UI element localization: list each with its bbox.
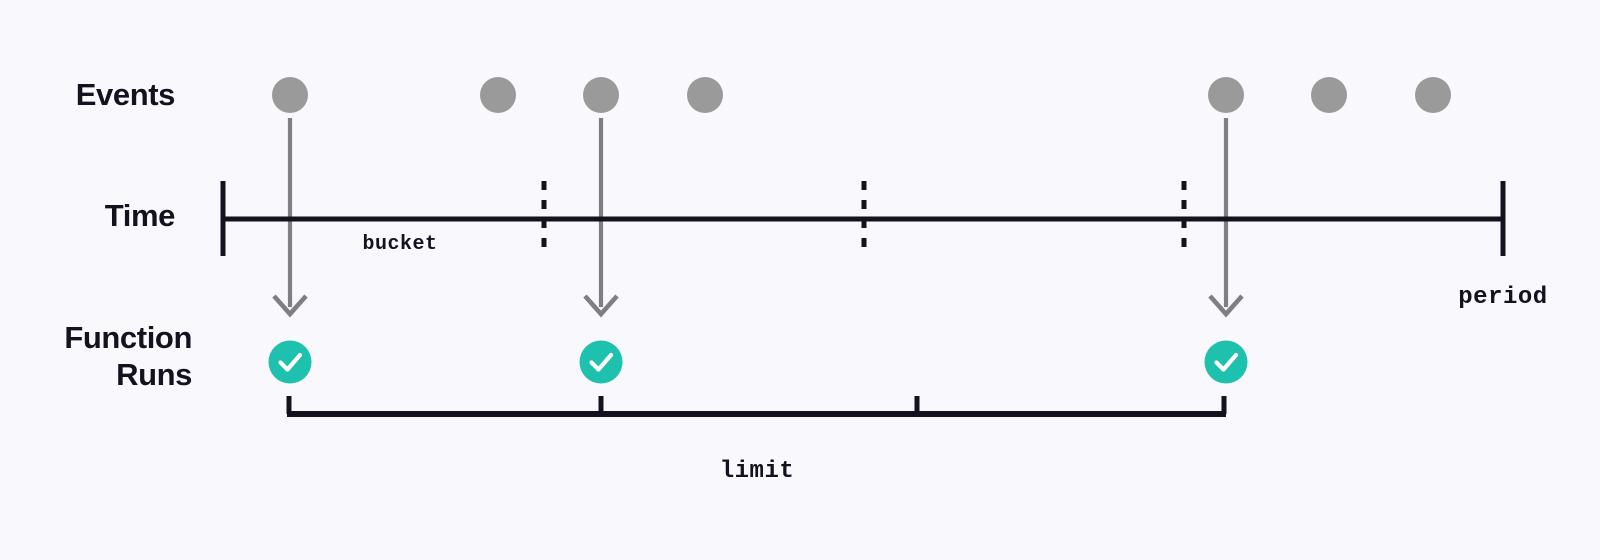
limit-label: limit	[720, 458, 795, 485]
function-run-circle	[579, 340, 623, 384]
event-dot	[480, 77, 516, 113]
row-label-function-runs-line2: Runs	[116, 357, 192, 392]
event-dot	[1415, 77, 1451, 113]
event-dot	[687, 77, 723, 113]
period-label: period	[1458, 284, 1547, 311]
event-dot	[272, 77, 308, 113]
arrow-head-icon	[272, 294, 308, 318]
event-to-run-arrow	[1208, 118, 1244, 318]
bucket-label: bucket	[362, 233, 437, 256]
check-icon	[1214, 352, 1239, 372]
check-icon	[278, 352, 303, 372]
event-dot	[1311, 77, 1347, 113]
arrow-head-icon	[1208, 294, 1244, 318]
limit-bracket	[286, 396, 1227, 417]
event-dot	[1208, 77, 1244, 113]
row-label-time: Time	[105, 198, 175, 233]
arrow-head-icon	[583, 294, 619, 318]
function-run-layer	[268, 340, 1248, 384]
event-to-run-arrow	[272, 118, 308, 318]
function-run-circle	[1204, 340, 1248, 384]
check-icon	[589, 352, 614, 372]
function-run-success	[1204, 340, 1248, 384]
event-to-run-arrow	[583, 118, 619, 318]
event-dot	[583, 77, 619, 113]
function-run-success	[268, 340, 312, 384]
arrow-layer	[272, 118, 1244, 318]
function-run-success	[579, 340, 623, 384]
function-run-circle	[268, 340, 312, 384]
bucket-divider-layer	[541, 181, 1187, 256]
row-label-events: Events	[76, 77, 175, 112]
row-label-function-runs-line1: Function	[64, 320, 192, 355]
event-dot-layer	[272, 77, 1451, 113]
